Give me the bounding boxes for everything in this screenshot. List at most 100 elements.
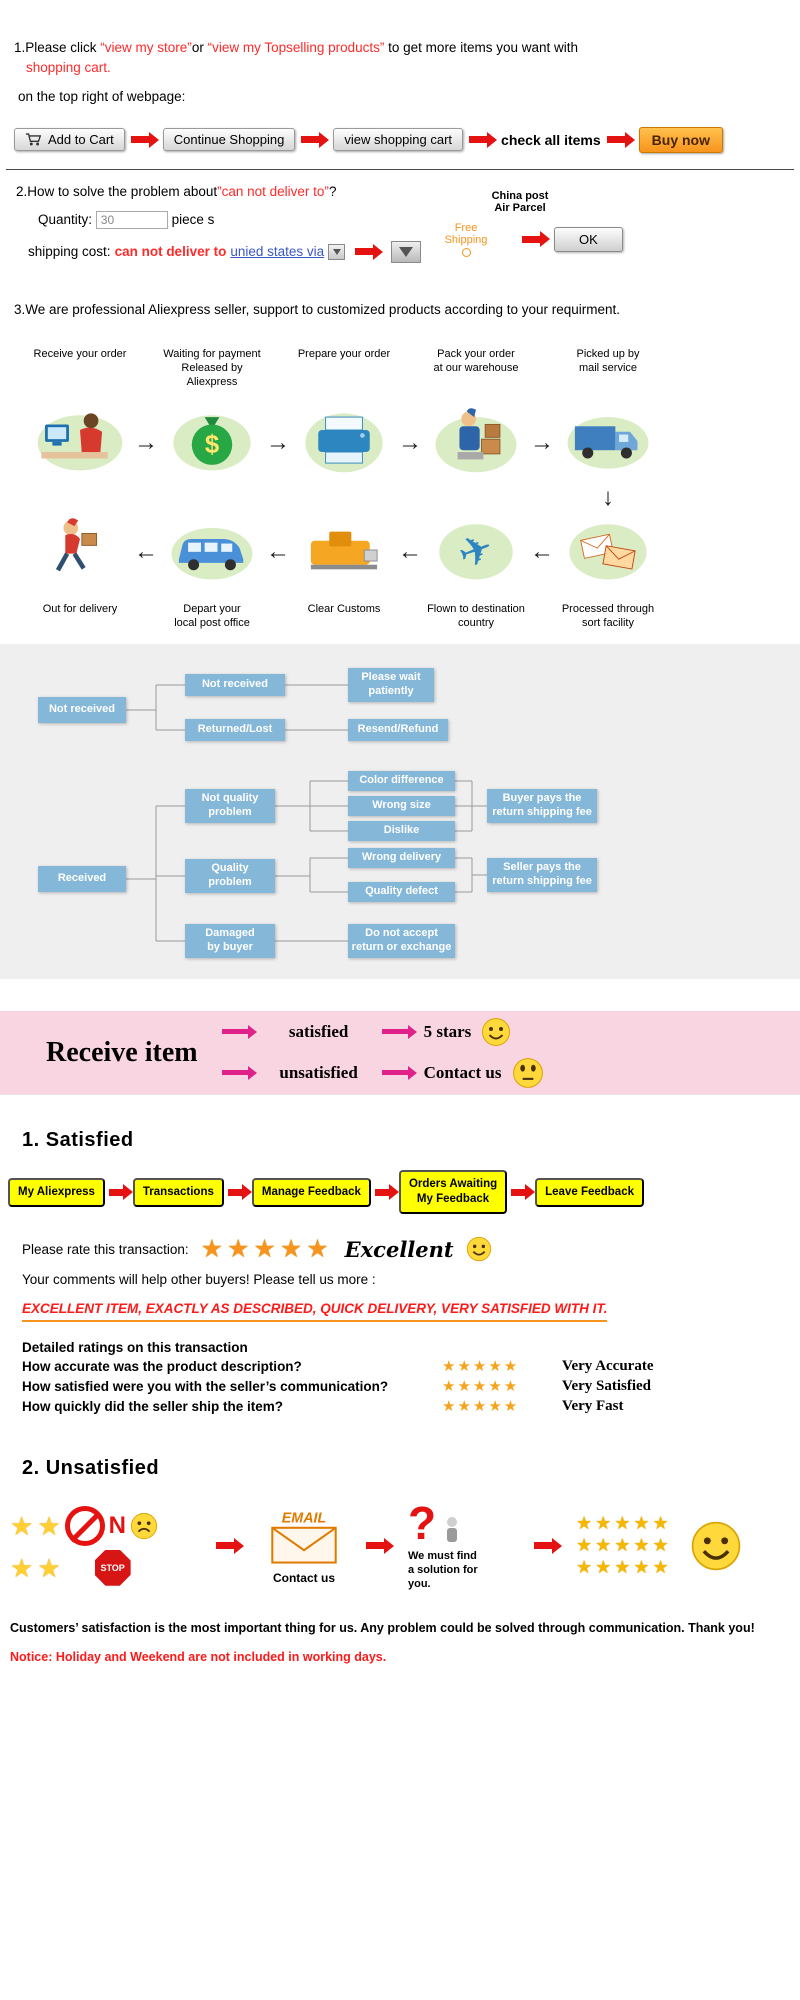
free-shipping-text: Free Shipping bbox=[444, 221, 488, 246]
star-row: ★★★★★ bbox=[576, 1534, 672, 1555]
custom-products-note: 3.We are professional Aliexpress seller,… bbox=[14, 301, 621, 317]
view-shopping-cart-button[interactable]: view shopping cart bbox=[333, 128, 464, 152]
stop-sign-icon: STOP bbox=[94, 1549, 131, 1586]
fifteen-star-rating: ★★★★★ ★★★★★ ★★★★★ bbox=[576, 1513, 672, 1578]
pink-arrow-icon bbox=[221, 1070, 248, 1076]
five-star-rating[interactable]: ★★★★★ bbox=[200, 1235, 333, 1264]
shipping-dropdown-icon[interactable] bbox=[391, 240, 422, 263]
unsatisfied-heading: 2. Unsatisfied bbox=[22, 1457, 160, 1480]
delivery-runner-icon bbox=[34, 513, 126, 592]
receive-order-icon bbox=[34, 404, 126, 483]
rating-answer: Very Fast bbox=[562, 1397, 624, 1414]
view-my-store-link[interactable]: “view my store” bbox=[100, 40, 192, 55]
process-step-label: Processed through sort facility bbox=[561, 602, 655, 629]
star-icon: ★ bbox=[10, 1552, 34, 1583]
satisfied-row: satisfied 5 stars bbox=[214, 1017, 544, 1047]
flow-node-buyer-pays: Buyer pays the return shipping fee bbox=[487, 789, 597, 824]
holiday-notice: Notice: Holiday and Weekend are not incl… bbox=[10, 1650, 387, 1665]
shipping-label: shipping cost: bbox=[28, 244, 111, 260]
red-arrow-icon bbox=[227, 1188, 242, 1196]
cart-icon bbox=[25, 132, 43, 147]
process-step-label: Flown to destination country bbox=[427, 602, 525, 629]
flow-node-wrong-size: Wrong size bbox=[348, 796, 455, 817]
smiley-icon bbox=[466, 1236, 492, 1262]
country-select-link[interactable]: unied states via bbox=[230, 244, 325, 260]
quantity-label: Quantity: bbox=[38, 211, 93, 227]
process-step-label: Prepare your order bbox=[297, 347, 391, 360]
process-top-labels: Receive your order Waiting for payment R… bbox=[30, 347, 670, 390]
email-envelope-icon: EMAIL bbox=[258, 1507, 350, 1569]
buy-now-button[interactable]: Buy now bbox=[638, 126, 723, 153]
flow-node-wrong-delivery: Wrong delivery bbox=[348, 848, 455, 869]
shipping-process-diagram: Receive your order Waiting for payment R… bbox=[30, 347, 670, 630]
orders-awaiting-feedback-button[interactable]: Orders Awaiting My Feedback bbox=[398, 1170, 508, 1215]
rating-answer: Very Satisfied bbox=[562, 1377, 652, 1394]
leave-feedback-button[interactable]: Leave Feedback bbox=[535, 1177, 644, 1207]
quantity-input[interactable] bbox=[95, 210, 168, 229]
intro-section: 1.Please click “view my store”or “view m… bbox=[0, 0, 800, 107]
thinking-person-icon bbox=[441, 1516, 463, 1546]
red-arrow-icon bbox=[108, 1188, 123, 1196]
shipping-method-block: China post Air Parcel Free Shipping OK bbox=[436, 190, 696, 257]
star-row: ★★★★★ bbox=[576, 1513, 672, 1534]
unsatisfied-row: unsatisfied Contact us bbox=[214, 1057, 544, 1089]
check-all-items-label: check all items bbox=[501, 131, 601, 148]
flow-node-wait-patiently: Please wait patiently bbox=[348, 668, 434, 703]
customs-scanner-icon bbox=[298, 513, 390, 592]
rating-question: How accurate was the product description… bbox=[22, 1358, 302, 1374]
rate-transaction-row: Please rate this transaction: ★★★★★ Exce… bbox=[22, 1234, 800, 1264]
red-arrow-icon bbox=[511, 1188, 526, 1196]
flow-node-damaged-by-buyer: Damaged by buyer bbox=[185, 924, 275, 959]
prohibited-icon bbox=[64, 1505, 105, 1546]
deliver-heading: 2.How to solve the problem about”can not… bbox=[16, 184, 800, 199]
flow-node-quality-defect: Quality defect bbox=[348, 882, 455, 903]
add-to-cart-button[interactable]: Add to Cart bbox=[14, 128, 125, 152]
dispute-flowchart: Not received Not received Please wait pa… bbox=[0, 644, 800, 980]
flow-node-color-difference: Color difference bbox=[348, 771, 455, 792]
satisfied-label: satisfied bbox=[288, 1021, 349, 1041]
arrow-left-icon: ← bbox=[398, 538, 422, 566]
topselling-products-link[interactable]: “view my Topselling products” bbox=[207, 40, 385, 55]
country-dropdown-icon[interactable] bbox=[328, 243, 346, 260]
arrow-right-icon: → bbox=[530, 429, 554, 457]
flow-node-no-return: Do not accept return or exchange bbox=[348, 924, 455, 959]
intro-line-1: 1.Please click “view my store”or “view m… bbox=[14, 38, 790, 58]
receive-item-title: Receive item bbox=[46, 1036, 198, 1068]
ok-button[interactable]: OK bbox=[554, 226, 623, 252]
red-arrow-icon bbox=[522, 235, 540, 243]
flow-node-not-received-root: Not received bbox=[38, 697, 126, 724]
arrow-right-icon: → bbox=[398, 429, 422, 457]
red-arrow-icon bbox=[534, 1542, 552, 1550]
manage-feedback-button[interactable]: Manage Feedback bbox=[251, 1177, 371, 1207]
five-star-rating[interactable]: ★★★★★ bbox=[442, 1398, 520, 1416]
detailed-ratings-heading: Detailed ratings on this transaction bbox=[22, 1340, 248, 1356]
transactions-button[interactable]: Transactions bbox=[132, 1177, 224, 1207]
flow-node-returned-lost: Returned/Lost bbox=[185, 719, 285, 742]
star-icon: ★ bbox=[10, 1510, 34, 1541]
flow-node-dislike: Dislike bbox=[348, 821, 455, 842]
my-aliexpress-button[interactable]: My Aliexpress bbox=[8, 1177, 105, 1207]
five-star-rating[interactable]: ★★★★★ bbox=[442, 1358, 520, 1376]
rating-row: How accurate was the product description… bbox=[22, 1357, 800, 1376]
process-bottom-icons: ← ← ← ✈ ← bbox=[30, 513, 670, 592]
solution-block: ? We must find a solution for you. bbox=[408, 1500, 518, 1591]
intro-line-2: shopping cart. bbox=[26, 60, 111, 76]
svg-text:$: $ bbox=[205, 431, 219, 459]
contact-us-caption: Contact us bbox=[272, 1570, 335, 1585]
red-arrow-icon bbox=[374, 1188, 389, 1196]
big-smiley-icon bbox=[690, 1520, 742, 1572]
rating-row: How quickly did the seller ship the item… bbox=[22, 1397, 800, 1416]
star-row: ★★★★★ bbox=[576, 1556, 672, 1577]
five-star-rating[interactable]: ★★★★★ bbox=[442, 1378, 520, 1396]
excellent-label: Excellent bbox=[344, 1236, 454, 1262]
intro-text: 1.Please click bbox=[14, 40, 101, 55]
five-stars-label: 5 stars bbox=[423, 1021, 472, 1041]
intro-line-3: on the top right of webpage: bbox=[18, 88, 186, 104]
red-arrow-icon bbox=[355, 248, 374, 256]
red-arrow-icon bbox=[301, 136, 320, 144]
arrow-down-icon: ↓ bbox=[602, 483, 614, 511]
continue-shopping-button[interactable]: Continue Shopping bbox=[162, 128, 296, 152]
add-to-cart-label: Add to Cart bbox=[48, 132, 114, 148]
satisfaction-note: Customers’ satisfaction is the most impo… bbox=[10, 1621, 755, 1636]
deliver-heading-text: 2.How to solve the problem about bbox=[16, 183, 218, 199]
